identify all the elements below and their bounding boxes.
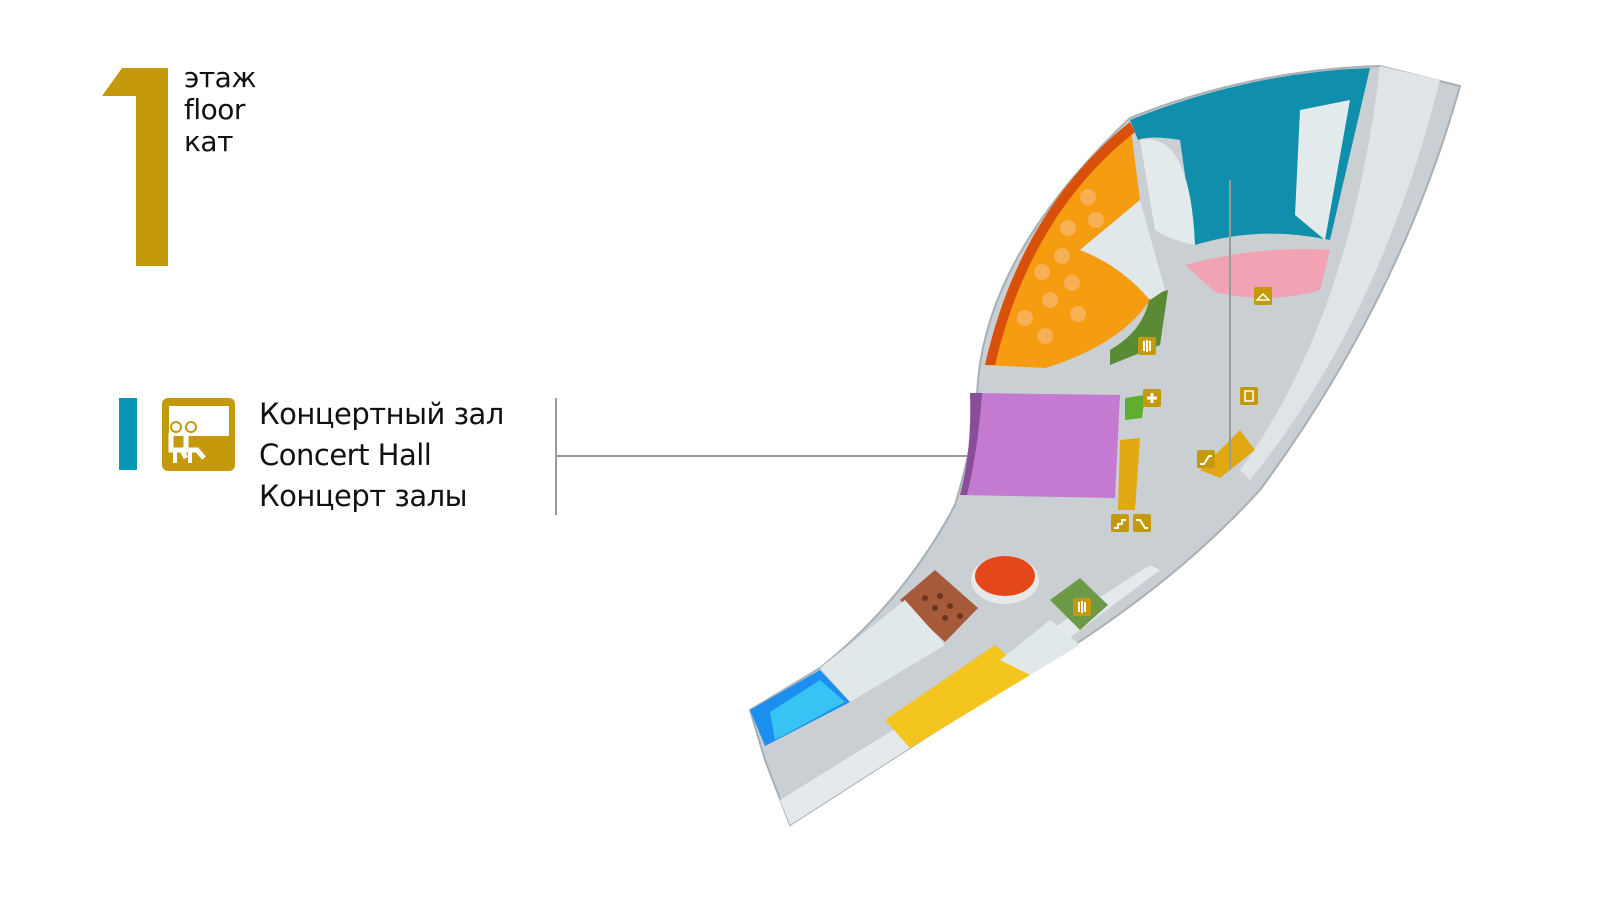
zone-yellow-bottom[interactable] xyxy=(885,645,1030,748)
legend-color-bar xyxy=(119,398,137,470)
escalator-icon xyxy=(1133,514,1151,532)
restroom-icon xyxy=(1073,598,1091,616)
concert-hall-seats-icon[interactable] xyxy=(162,398,235,471)
floor-label-en: floor xyxy=(184,93,245,126)
zone-blue-bottom-light xyxy=(770,680,845,740)
orange-tables xyxy=(1017,189,1104,344)
escalator-icon xyxy=(1197,450,1215,468)
white-room-3 xyxy=(1080,200,1165,300)
floor-label-ru: этаж xyxy=(184,61,257,94)
legend-label: Концертный зал Concert Hall Концерт залы xyxy=(259,394,504,517)
zone-pink[interactable] xyxy=(1185,249,1330,299)
zone-red-oval-inner xyxy=(975,556,1035,596)
restroom-icon xyxy=(1138,337,1156,355)
white-room-1 xyxy=(820,600,945,702)
zone-concert-hall[interactable] xyxy=(960,393,1120,498)
stairs-icon xyxy=(1111,514,1129,532)
white-room-2 xyxy=(1000,620,1080,675)
zone-orange[interactable] xyxy=(985,122,1150,368)
concert-hall-wall xyxy=(960,393,982,495)
zone-yellow-stairs xyxy=(1118,438,1140,510)
elevator-icon xyxy=(1240,387,1258,405)
zone-orange-edge xyxy=(985,122,1135,365)
floor-label-kk: кат xyxy=(184,125,233,158)
legend-label-kk: Концерт залы xyxy=(259,479,468,513)
zone-teal-right xyxy=(1295,100,1350,240)
first-aid-icon xyxy=(1143,389,1161,407)
brown-tables xyxy=(922,593,963,621)
wardrobe-icon xyxy=(1254,287,1272,305)
legend-label-ru: Концертный зал xyxy=(259,397,504,431)
zone-green-small xyxy=(1125,395,1145,420)
zone-teal-inner xyxy=(1140,139,1195,245)
legend-label-en: Concert Hall xyxy=(259,438,432,472)
zone-brown[interactable] xyxy=(900,570,978,642)
floor-label: этаж floor кат xyxy=(184,61,257,158)
floor-number-1 xyxy=(102,68,168,266)
outer-wall xyxy=(1240,66,1440,480)
